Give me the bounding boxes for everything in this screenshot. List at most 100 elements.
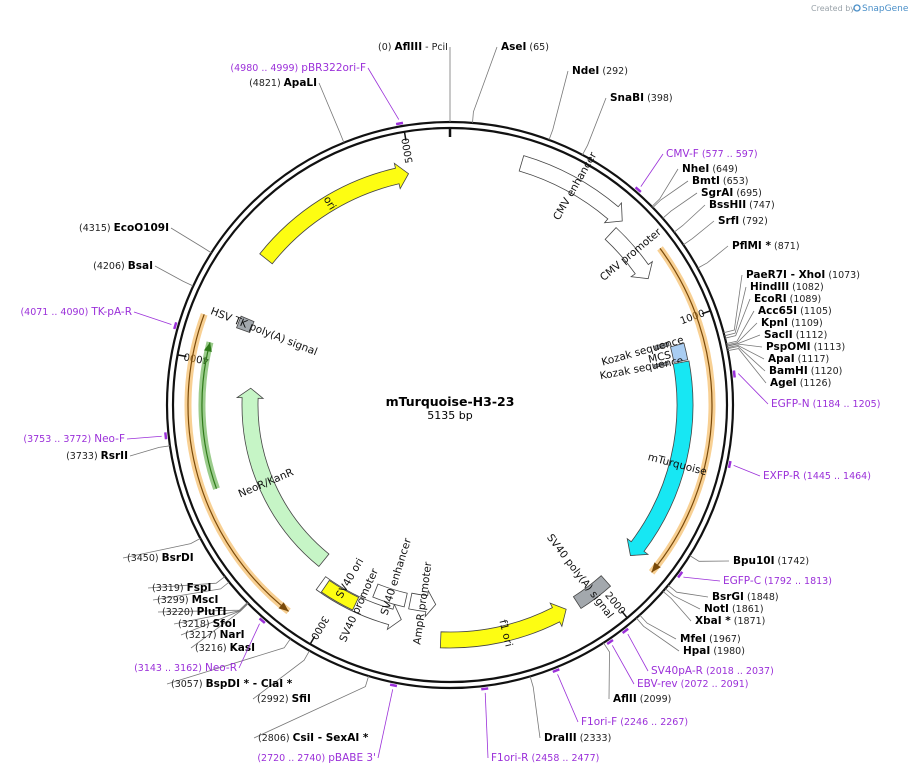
- site-leader-line: [548, 70, 569, 141]
- primer-range: (2246 .. 2267): [617, 717, 688, 728]
- site-s1: (0) AflIII - PciI: [378, 41, 451, 122]
- site-post: (1113): [811, 342, 846, 353]
- site-name: NarI: [220, 629, 245, 641]
- primer-p7: F1ori-F (2246 .. 2267): [552, 668, 688, 728]
- site-post: (398): [644, 93, 673, 104]
- site-mid: - ClaI *: [249, 678, 293, 690]
- feature-shape: [372, 583, 408, 608]
- site-s10: PflMI * (871): [697, 240, 800, 269]
- site-post: (1089): [787, 294, 822, 305]
- site-leader-line: [147, 576, 226, 589]
- primer-sites: CMV-F (577 .. 597)EGFP-N (1184 .. 1205)E…: [20, 62, 880, 764]
- site-label: (0) AflIII - PciI: [378, 41, 448, 53]
- site-pre: (3450): [127, 553, 162, 564]
- site-post: - PciI: [422, 42, 448, 53]
- orf-arrowhead: [278, 602, 289, 612]
- primer-label: EGFP-N (1184 .. 1205): [771, 398, 880, 410]
- site-name: AseI: [501, 41, 526, 53]
- site-s40: (4206) BsaI: [93, 260, 194, 287]
- site-post: (292): [599, 66, 628, 77]
- primer-leader-line: [738, 373, 769, 405]
- site-name: BsaI: [128, 260, 153, 272]
- site-s14: Acc65I (1105): [726, 305, 832, 344]
- site-pre: (4315): [79, 223, 114, 234]
- site-label: AseI (65): [501, 41, 549, 53]
- site-post: (65): [526, 42, 549, 53]
- site-leader-line: [129, 445, 171, 457]
- site-name: NdeI: [572, 65, 599, 77]
- primer-mark: [481, 687, 489, 691]
- site-leader-line: [152, 581, 230, 601]
- feature-shape: [669, 342, 689, 363]
- primer-p2: EGFP-N (1184 .. 1205): [732, 370, 880, 410]
- site-leader-line: [636, 617, 680, 652]
- primer-range: (4980 .. 4999): [230, 63, 301, 74]
- feature-label: CMV promoter: [598, 226, 664, 284]
- snapgene-credit: Created by SnapGene: [811, 4, 909, 14]
- primer-range: (2072 .. 2091): [678, 679, 749, 690]
- site-name: PluTI: [197, 606, 227, 618]
- primer-label: SV40pA-R (2018 .. 2037): [651, 665, 774, 677]
- site-post: (1109): [788, 318, 823, 329]
- site-name: SfoI: [213, 618, 236, 630]
- feature-shape: [653, 361, 669, 368]
- site-label: AgeI (1126): [770, 377, 831, 389]
- primer-name: Neo-R: [205, 662, 237, 674]
- primer-leader-line: [377, 689, 394, 759]
- site-s6: BmtI (653): [652, 175, 748, 208]
- orf-arrowhead: [204, 342, 212, 353]
- feature-shape: [439, 602, 567, 649]
- primer-range: (1445 .. 1464): [800, 471, 871, 482]
- plasmid-name: mTurquoise-H3-23: [386, 394, 515, 409]
- primer-mark: [606, 638, 614, 645]
- primer-name: EGFP-C: [723, 575, 761, 587]
- primer-mark: [164, 432, 168, 440]
- site-s34: (3218) SfoI: [173, 602, 249, 630]
- site-post: (1082): [789, 282, 824, 293]
- site-name: AflII: [613, 693, 637, 705]
- site-label: BmtI (653): [692, 175, 748, 187]
- site-label: SacII (1112): [764, 329, 827, 341]
- site-leader-line: [727, 346, 766, 372]
- primer-label: EXFP-R (1445 .. 1464): [763, 470, 871, 482]
- primer-leader-line: [733, 464, 761, 477]
- site-s35: (3220) PluTI: [157, 602, 248, 618]
- restriction-sites: (0) AflIII - PciI AseI (65) NdeI (292) SnaB…: [66, 41, 860, 744]
- site-post: (1120): [808, 366, 843, 377]
- site-label: Bpu10I (1742): [733, 555, 809, 567]
- site-leader-line: [665, 588, 701, 610]
- orf-arrowhead: [651, 562, 661, 573]
- site-leader-line: [662, 192, 698, 219]
- site-label: NheI (649): [682, 163, 738, 175]
- site-name: BssHII: [709, 199, 746, 211]
- site-label: (4821) ApaLI: [249, 77, 317, 89]
- primer-leader-line: [611, 645, 635, 685]
- site-s39: (3733) RsrII: [66, 445, 171, 462]
- primer-name: pBR322ori-F: [301, 62, 366, 74]
- site-name: KpnI: [761, 317, 788, 329]
- primer-label: EBV-rev (2072 .. 2091): [637, 678, 749, 690]
- primer-mark: [258, 617, 266, 624]
- site-post: (1861): [729, 604, 764, 615]
- site-name: SgrAI: [701, 187, 733, 199]
- site-leader-line: [727, 344, 765, 360]
- site-leader-line: [252, 650, 310, 700]
- site-leader-line: [667, 584, 709, 598]
- site-s4: SnaBI (398): [582, 92, 673, 156]
- site-pre: (3319): [152, 583, 187, 594]
- site-name: NotI: [704, 603, 729, 615]
- primer-p3: EXFP-R (1445 .. 1464): [727, 460, 871, 482]
- primer-leader-line: [367, 67, 400, 120]
- feature-shape: [320, 579, 360, 611]
- site-name: HindIII: [750, 281, 789, 293]
- site-s2: AseI (65): [472, 41, 549, 123]
- site-post: (1112): [793, 330, 828, 341]
- site-pre: (4821): [249, 78, 284, 89]
- primer-mark: [173, 321, 178, 330]
- site-label: (2992) SfiI: [257, 693, 311, 705]
- site-label: BssHII (747): [709, 199, 775, 211]
- feature-shape: [408, 589, 437, 618]
- primer-leader-line: [133, 311, 172, 325]
- site-name: HpaI: [683, 645, 710, 657]
- primer-mark: [552, 668, 560, 674]
